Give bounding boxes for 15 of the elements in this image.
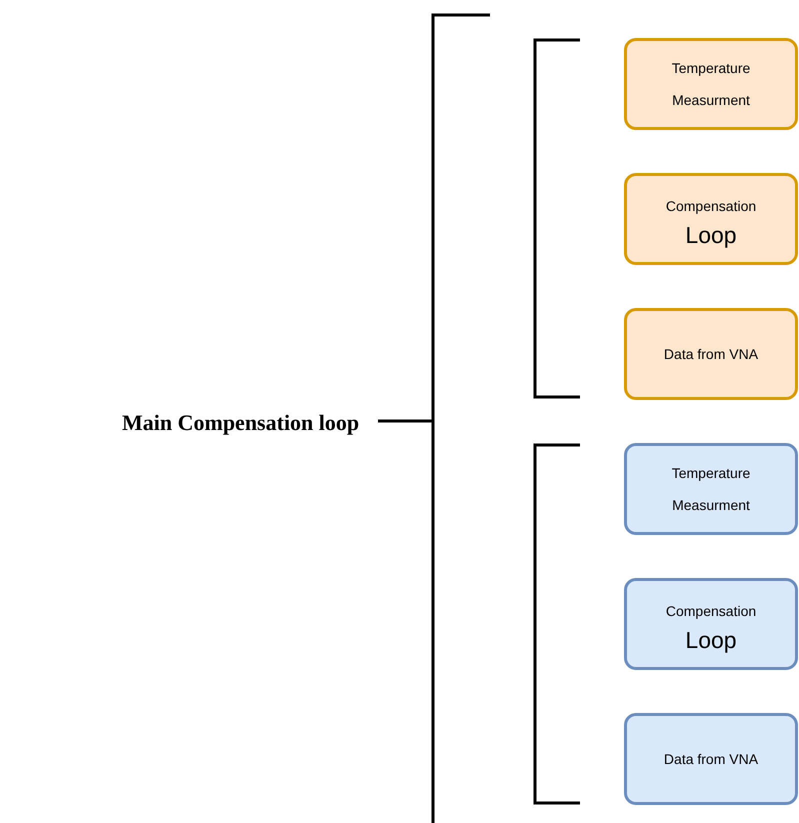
box-title: Data from VNA bbox=[662, 750, 760, 769]
process-box bbox=[624, 578, 798, 670]
process-box bbox=[624, 38, 798, 130]
process-box bbox=[624, 443, 798, 535]
box-title: Compensation bbox=[664, 602, 758, 621]
box-title: Temperature Measurment bbox=[670, 59, 752, 110]
box-subtitle: Loop bbox=[685, 627, 737, 653]
process-box bbox=[624, 308, 798, 400]
box-subtitle: Loop bbox=[685, 222, 737, 248]
process-box bbox=[624, 713, 798, 805]
box-title: Compensation bbox=[664, 197, 758, 216]
bracket-label: Main Compensation loop bbox=[122, 410, 360, 436]
box-title: Data from VNA bbox=[662, 345, 760, 364]
process-box bbox=[624, 173, 798, 265]
box-title: Temperature Measurment bbox=[670, 464, 752, 515]
